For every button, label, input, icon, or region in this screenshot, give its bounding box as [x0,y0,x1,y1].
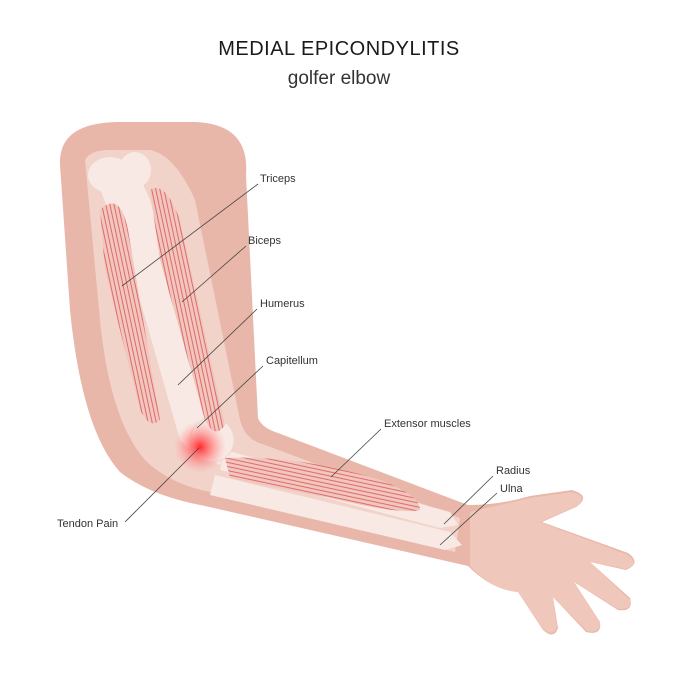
label-capitellum: Capitellum [266,355,318,367]
leader-ulna [439,492,498,546]
label-tendon-pain: Tendon Pain [57,518,119,530]
diagram-title: MEDIAL EPICONDYLITIS [218,38,460,60]
label-triceps: Triceps [260,173,296,185]
label-extensor-muscles: Extensor muscles [384,418,471,430]
label-radius: Radius [496,465,531,477]
hand [470,492,634,634]
diagram-subtitle: golfer elbow [287,68,391,89]
label-ulna: Ulna [500,483,523,495]
leader-triceps [121,183,259,287]
triceps-muscle [100,203,160,424]
label-humerus: Humerus [260,298,305,310]
leader-extensor [330,428,382,478]
leader-capitellum [196,365,264,429]
leader-humerus [177,308,258,386]
ulna-bone [210,475,462,550]
extensor-muscle [225,457,420,512]
leader-radius [443,475,494,525]
leader-tendon-pain [124,447,200,523]
label-biceps: Biceps [248,235,282,247]
leader-biceps [181,245,247,303]
biceps-muscle [150,188,225,432]
